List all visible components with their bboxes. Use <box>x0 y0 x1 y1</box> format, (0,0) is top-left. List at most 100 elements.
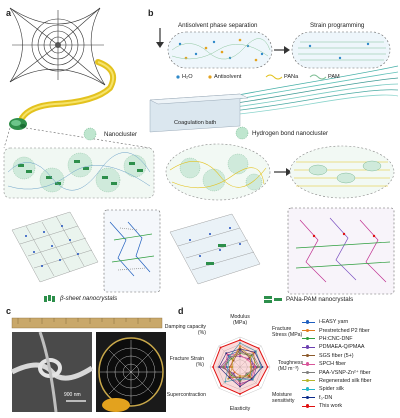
legend-swatch <box>302 387 315 391</box>
radar-point-8-4 <box>249 376 252 379</box>
ruler-photo <box>11 317 163 329</box>
legend-swatch <box>302 337 315 341</box>
antisolvent-phase-label: Antisolvent phase separation <box>178 22 258 29</box>
nanocluster-label: Nanocluster <box>104 131 138 138</box>
scale-bar-label: 900 nm <box>64 392 81 398</box>
radar-point-8-8 <box>231 358 234 361</box>
legend-label: PAA-VSNP-Zn²⁺ fiber <box>319 369 371 376</box>
radar-point-6-8 <box>226 353 229 356</box>
radar-axis-label-line: Stress (MPa) <box>272 332 303 338</box>
legend-swatch <box>302 370 315 375</box>
nanocluster-network <box>3 147 155 199</box>
radar-point-5-5 <box>239 376 241 379</box>
legend-marker <box>306 370 310 375</box>
radar-point-5-4 <box>248 375 251 378</box>
legend-swatch <box>302 362 315 366</box>
legend-marker <box>306 379 310 383</box>
beta-sheet-legend-icon <box>44 295 55 302</box>
legend-label: Regenerated silk fiber <box>319 377 372 384</box>
radar-point-11-4 <box>257 384 259 386</box>
radar-point-11-3 <box>266 366 269 368</box>
legend-item: This work <box>302 402 342 410</box>
radar-point-2-1 <box>239 345 241 347</box>
legend-label: PDMAEA-Q/PMAA <box>319 344 365 351</box>
fiber-bundle-end <box>9 118 27 130</box>
radar-point-7-1 <box>239 351 241 353</box>
strain-programming-label: Strain programming <box>310 22 365 29</box>
radar-point-2-7 <box>230 366 232 368</box>
legend-label: PH:CNC-DNF <box>319 335 353 342</box>
radar-point-11-7 <box>212 366 214 368</box>
antisolvent-capsule <box>167 31 273 69</box>
strain-capsule <box>291 31 391 69</box>
legend-swatch <box>302 395 315 400</box>
radar-point-7-3 <box>258 366 261 368</box>
legend-item: PDMAEA-Q/PMAA <box>302 343 365 351</box>
radar-axis-label-5: Elasticity <box>210 406 270 412</box>
panel-label-a: a <box>6 8 12 18</box>
aligned-network-blob <box>289 145 395 199</box>
radar-axis-label-line: Toughness <box>278 360 304 366</box>
radar-point-9-8 <box>228 355 231 358</box>
panel-label-d: d <box>178 306 184 316</box>
radar-point-6-2 <box>246 358 249 361</box>
legend-marker <box>306 345 310 349</box>
radar-point-6-5 <box>239 384 241 386</box>
legend-marker <box>306 362 310 366</box>
legend-item: SPCH fiber <box>302 360 346 368</box>
pana-pam-sheet <box>169 213 261 285</box>
radar-point-11-8 <box>219 346 222 349</box>
radar-point-9-1 <box>239 342 241 344</box>
radar-point-9-7 <box>227 366 229 368</box>
coagulation-bath <box>149 93 249 133</box>
radar-axis-label-8: Damping capacity(%) <box>165 324 206 336</box>
antisolvent-legend-icon <box>208 75 212 79</box>
radar-point-1-7 <box>225 366 228 368</box>
radar-axis-label-1: Modulus(MPa) <box>210 314 270 326</box>
radar-point-8-1 <box>239 346 241 349</box>
radar-point-9-3 <box>260 366 262 368</box>
radar-point-11-6 <box>220 384 223 387</box>
sem-knot-image <box>10 331 94 413</box>
radar-point-10-3 <box>261 366 264 368</box>
coagulation-bath-label: Coagulation bath <box>174 120 217 126</box>
radar-point-10-4 <box>250 377 253 380</box>
radar-point-9-5 <box>239 378 241 380</box>
radar-point-8-6 <box>227 377 230 380</box>
legend-label: SPCH fiber <box>319 361 346 368</box>
h2o-legend-label: H₂O <box>182 74 193 80</box>
antisolvent-legend-label: Antisolvent <box>214 74 242 80</box>
radar-point-7-4 <box>245 372 248 375</box>
radar-point-11-5 <box>239 393 241 395</box>
radar-point-11-2 <box>257 347 260 350</box>
legend-item: SGS fiber (5+) <box>302 352 354 360</box>
radar-axis-label-line: Fracture Strain <box>169 356 204 362</box>
radar-point-9-2 <box>255 350 257 352</box>
radar-point-10-6 <box>228 376 231 379</box>
legend-marker <box>306 337 310 341</box>
legend-label: SGS fiber (5+) <box>319 352 354 359</box>
radar-chart <box>209 336 271 398</box>
legend-label: Prestretched P2 fiber <box>319 327 370 334</box>
radar-point-4-5 <box>239 382 241 385</box>
beta-sheet-label: β-sheet nanocrystals <box>60 295 118 302</box>
legend-label: Spider silk <box>319 386 344 393</box>
hbond-nanocluster-label: Hydrogen bond nanocluster <box>252 130 329 137</box>
radar-point-4-3 <box>255 366 258 368</box>
radar-point-5-3 <box>251 366 253 368</box>
pana-legend-icon <box>265 74 283 80</box>
radar-point-10-7 <box>218 366 220 368</box>
radar-point-7-8 <box>229 356 232 359</box>
legend-swatch <box>302 328 315 333</box>
pana-pam-bonds <box>295 217 391 283</box>
radar-point-4-1 <box>239 355 241 358</box>
radar-axis-label-line: sensitivity <box>272 398 295 404</box>
legend-item: Spider silk <box>302 385 344 393</box>
radar-point-8-2 <box>249 355 252 358</box>
legend-label: This work <box>319 403 343 410</box>
legend-marker <box>306 395 310 400</box>
legend-item: PH:CNC-DNF <box>302 335 353 343</box>
